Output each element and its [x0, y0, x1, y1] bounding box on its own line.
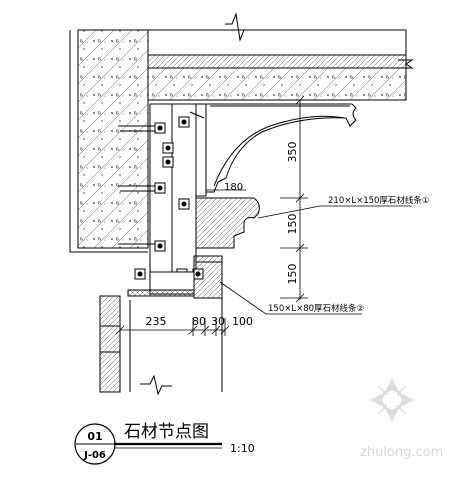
callouts — [219, 205, 412, 315]
callout-stone-line-1: 210×L×150厚石材线条① — [328, 195, 430, 206]
top-break-line — [225, 12, 252, 42]
watermark: zhulong.com — [360, 378, 443, 460]
anchor-bolts — [118, 125, 160, 245]
dim-100: 100 — [232, 315, 253, 328]
callout-leader-1 — [257, 205, 412, 219]
bolt-head-6 — [165, 159, 171, 165]
dim-350: 350 — [286, 142, 299, 163]
dimension-lines — [115, 95, 308, 336]
lower-wall — [99, 295, 223, 393]
bolt-head-1 — [157, 125, 163, 131]
bolt-head-2 — [181, 119, 187, 125]
dim-180: 180 — [224, 182, 243, 193]
drawing-title: 石材节点图 — [124, 422, 209, 442]
break-lines — [140, 12, 414, 396]
watermark-logo-icon — [370, 378, 414, 422]
dim-30: 30 — [211, 315, 225, 328]
stone-line-2 — [127, 247, 234, 299]
title-block: 01 J-06 石材节点图 1:10 — [74, 422, 255, 465]
bolt-head-7 — [157, 243, 163, 249]
bolt-head-9 — [137, 271, 143, 277]
detail-number: 01 — [87, 430, 102, 443]
insulation-layer — [147, 54, 407, 69]
concrete-slab — [147, 67, 407, 101]
bolt-head-3 — [157, 185, 163, 191]
dim-150-lower: 150 — [286, 264, 299, 285]
callout-stone-line-2: 150×L×80厚石材线条② — [268, 303, 364, 314]
right-break-line — [398, 59, 414, 69]
ceiling-moulding — [206, 103, 357, 193]
watermark-text: zhulong.com — [360, 445, 443, 460]
concrete-column — [77, 29, 149, 249]
bottom-break-line — [140, 374, 172, 396]
bolt-head-4 — [181, 201, 187, 207]
lower-wall-cladding — [99, 295, 121, 393]
drawing-scale: 1:10 — [230, 442, 255, 455]
stone-line-1 — [195, 197, 260, 249]
dim-150-upper: 150 — [286, 214, 299, 235]
callout-leader-2 — [219, 281, 362, 315]
dim-80: 80 — [192, 315, 206, 328]
dim-235: 235 — [146, 315, 167, 328]
ceiling-frame — [196, 103, 207, 197]
concrete-structure — [69, 29, 407, 253]
bolt-head-5 — [165, 145, 171, 151]
callout-labels: 210×L×150厚石材线条① 150×L×80厚石材线条② — [268, 195, 430, 314]
sheet-reference: J-06 — [83, 450, 106, 461]
upper-wall — [147, 29, 407, 56]
dimension-labels: 350 150 150 235 80 30 100 180 — [146, 142, 300, 329]
